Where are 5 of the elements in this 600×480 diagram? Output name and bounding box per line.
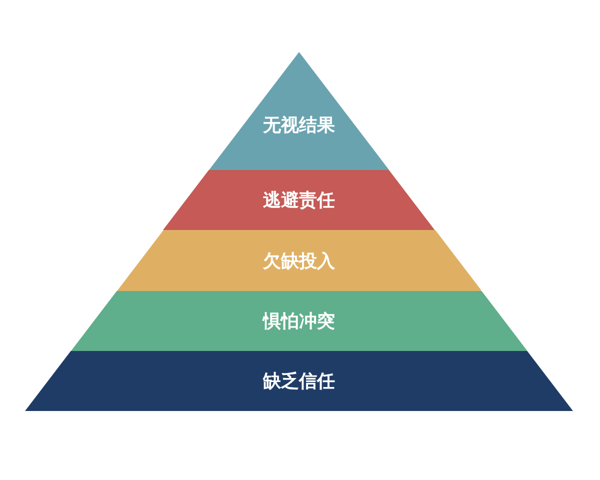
pyramid-level: 惧怕冲突 — [70, 291, 528, 351]
pyramid-level: 无视结果 — [208, 52, 390, 170]
pyramid-level: 欠缺投入 — [116, 230, 482, 291]
pyramid-level: 缺乏信任 — [25, 351, 573, 411]
pyramid-level: 逃避责任 — [163, 170, 435, 230]
